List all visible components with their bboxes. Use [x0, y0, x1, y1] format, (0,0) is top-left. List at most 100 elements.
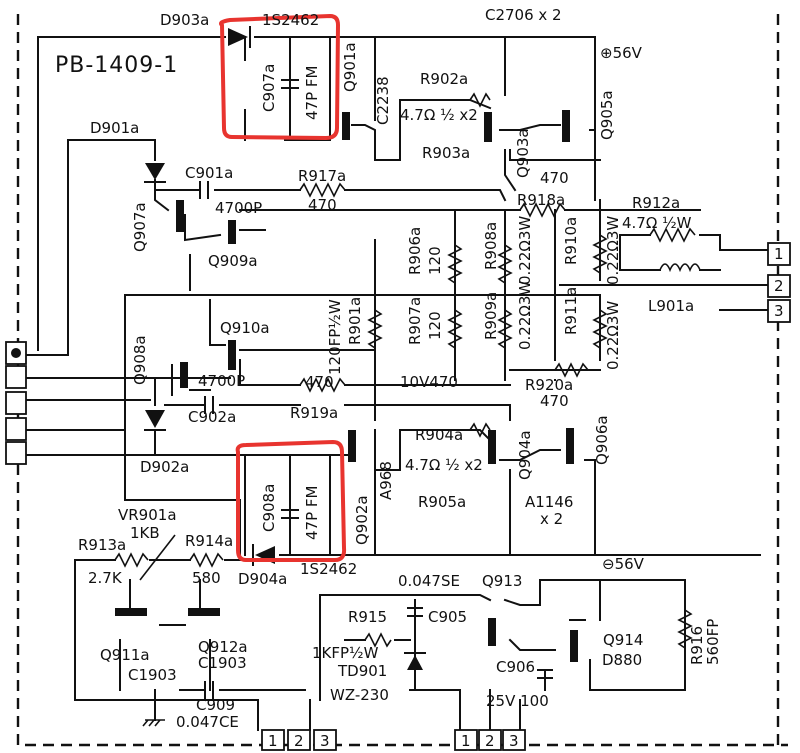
- label-r909a-value: 0.22Ω3W: [516, 281, 534, 350]
- label-470-top: 470: [540, 169, 569, 187]
- r916-symbol: [677, 609, 693, 649]
- bottom-left-connector: 1 2 3: [261, 729, 337, 751]
- label-a1146: A1146: [525, 493, 573, 511]
- board-id: PB-1409-1: [55, 53, 178, 78]
- label-r904a-value: 4.7Ω ½ x2: [405, 456, 483, 474]
- label-r917a-value: 470: [308, 196, 337, 214]
- r914a-symbol: [189, 552, 224, 568]
- label-c1903-right: C1903: [198, 654, 247, 672]
- label-q911a: Q911a: [100, 646, 150, 664]
- q911a-symbol: [115, 608, 147, 616]
- label-c907a: C907a: [260, 64, 278, 112]
- r917a-symbol: [299, 182, 346, 198]
- label-td901: TD901: [337, 662, 387, 680]
- label-r913a-value: 2.7K: [88, 569, 123, 587]
- c902a-symbol: [204, 396, 214, 414]
- label-d901a: D901a: [90, 119, 139, 137]
- label-q903a: Q903a: [514, 128, 532, 178]
- r910a-symbol: [592, 234, 608, 274]
- label-q906a: Q906a: [593, 415, 611, 465]
- ground-icon: [142, 719, 165, 727]
- label-r915-value: 1KFP½W: [312, 644, 379, 662]
- d902a-symbol: [145, 410, 165, 428]
- transistors: [115, 110, 578, 662]
- label-r910a: R910a: [562, 217, 580, 265]
- label-q901a: Q901a: [341, 42, 359, 92]
- label-r914a: R914a: [185, 532, 233, 550]
- q903a-symbol: [484, 112, 492, 142]
- label-wz230: WZ-230: [330, 686, 389, 704]
- label-r907a-value: 120: [426, 311, 444, 340]
- label-r913a: R913a: [78, 536, 126, 554]
- label-c901a: C901a: [185, 164, 233, 182]
- label-c902a: C902a: [188, 408, 236, 426]
- label-c906-value: 25V 100: [486, 692, 549, 710]
- label-r916-value: 560FP: [704, 619, 722, 665]
- label-r912a: R912a: [632, 194, 680, 212]
- label-c901a-value: 4700P: [215, 199, 262, 217]
- label-r914a-value: 580: [192, 569, 221, 587]
- label-a968: A968: [377, 461, 395, 500]
- label-r917a: R917a: [298, 167, 346, 185]
- resistors: [114, 92, 696, 649]
- label-q902a: Q902a: [353, 495, 371, 545]
- label-1s2462-bottom: 1S2462: [300, 560, 357, 578]
- q914-symbol: [570, 630, 578, 662]
- label-vr901a-value: 1KB: [130, 524, 160, 542]
- r913a-symbol: [114, 552, 149, 568]
- label-plus56v: ⊕56V: [600, 44, 643, 62]
- label-c1903-left: C1903: [128, 666, 177, 684]
- r915-symbol: [364, 632, 392, 648]
- label-r920a-value: 470: [540, 392, 569, 410]
- label-r919a: R919a: [290, 404, 338, 422]
- label-d880: D880: [602, 651, 642, 669]
- q910a-symbol: [228, 340, 236, 370]
- label-d903a: D903a: [160, 11, 209, 29]
- c905-symbol: [407, 607, 423, 617]
- r919a-symbol: [299, 377, 346, 393]
- label-r916: R916: [688, 626, 706, 665]
- label-470-mid: 470: [305, 373, 334, 391]
- label-q912a: Q912a: [198, 638, 248, 656]
- label-r902a-value: 4.7Ω ½ x2: [400, 106, 478, 124]
- c907a-symbol: [281, 79, 299, 89]
- c909-symbol: [204, 681, 214, 699]
- bottom-mid-pin-3: 3: [509, 732, 519, 750]
- d903a-symbol: [228, 28, 248, 46]
- label-q913: Q913: [482, 572, 522, 590]
- label-r912a-value: 4.7Ω ½W: [622, 214, 692, 232]
- r908a-symbol: [497, 244, 513, 284]
- bottom-left-pin-1: 1: [268, 732, 278, 750]
- label-q908a: Q908a: [131, 335, 149, 385]
- label-r910a-value: 0.22Ω3W: [604, 216, 622, 285]
- q901a-symbol: [342, 112, 350, 140]
- label-q905a: Q905a: [598, 90, 616, 140]
- left-connector: [5, 341, 27, 465]
- component-labels: D903a 1S2462 C2706 x 2 ⊕56V C907a 47P FM…: [78, 6, 722, 731]
- r907a-symbol: [447, 309, 463, 349]
- q905a-symbol: [562, 110, 570, 142]
- capacitors: [199, 79, 553, 699]
- highlight-c908a: [235, 440, 347, 562]
- r912a-symbol: [649, 227, 696, 243]
- label-d902a: D902a: [140, 458, 189, 476]
- q909a-symbol: [228, 220, 236, 244]
- bottom-mid-pin-2: 2: [485, 732, 495, 750]
- highlight-c907a: [219, 14, 340, 140]
- c901a-symbol: [199, 181, 209, 199]
- td901-symbol: [407, 655, 423, 670]
- bottom-left-pin-3: 3: [320, 732, 330, 750]
- q913-symbol: [488, 618, 496, 646]
- diodes: [144, 26, 426, 670]
- r901a-symbol: [367, 309, 383, 349]
- label-r909a: R909a: [482, 292, 500, 340]
- label-l901a: L901a: [648, 297, 694, 315]
- label-r911a: R911a: [562, 287, 580, 335]
- q902a-symbol: [348, 430, 356, 462]
- label-r905a: R905a: [418, 493, 466, 511]
- c908a-symbol: [281, 509, 299, 519]
- r911a-symbol: [592, 309, 608, 349]
- label-r901a-value: 120FP½W: [326, 299, 344, 375]
- q908a-symbol: [180, 362, 188, 388]
